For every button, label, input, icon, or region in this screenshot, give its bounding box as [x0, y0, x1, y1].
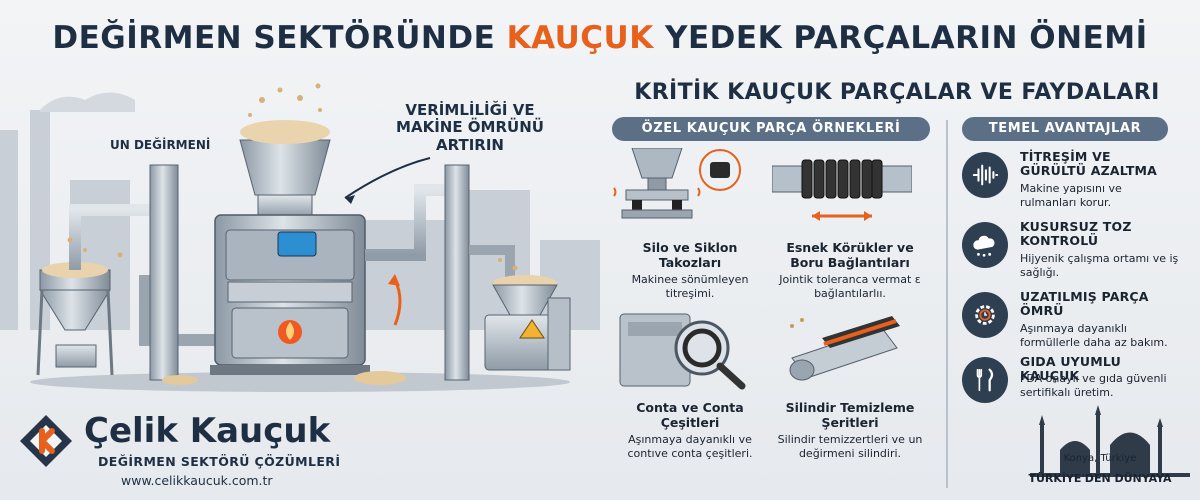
title-accent: KAUÇUK	[506, 20, 654, 56]
example-title: Conta ve Conta Çeşitleri	[636, 400, 744, 430]
dust-cloud-icon	[962, 222, 1008, 268]
advantage-dust-control: KUSURSUZ TOZ KONTROLÜ Hijyenik çalışma o…	[962, 219, 1182, 282]
advantage-desc: Aşınmaya dayanıklı formüllerle daha az b…	[1020, 322, 1168, 349]
advantage-desc: Hijyenik çalışma ortamı ve iş sağlığı.	[1020, 252, 1179, 279]
flour-mill-illustration	[0, 83, 600, 392]
mill-label: UN DEĞİRMENİ	[110, 138, 211, 152]
advantages-header: TEMEL AVANTAJLAR	[962, 117, 1168, 141]
title-part-1: DEĞİRMEN SEKTÖRÜNDE	[52, 20, 507, 56]
roller-strip-icon	[789, 316, 900, 381]
efficiency-note: VERİMLİLİĞİ VE MAKİNE ÖMRÜNÜ ARTIRIN	[396, 101, 544, 154]
advantage-title: KUSURSUZ TOZ KONTROLÜ	[1020, 219, 1132, 249]
title-part-2: YEDEK PARÇALARIN ÖNEMİ	[653, 20, 1148, 56]
advantage-vibration: TİTREŞİM VE GÜRÜLTÜ AZALTMA Makine yapıs…	[962, 149, 1182, 212]
example-desc: Silindir temizzertleri ve un değirmeni s…	[777, 433, 923, 460]
examples-header: ÖZEL KAUÇUK PARÇA ÖRNEKLERİ	[612, 117, 930, 141]
column-divider	[946, 120, 948, 488]
konya-skyline-icon	[1030, 405, 1190, 477]
bellows-icon	[771, 159, 913, 221]
sound-wave-icon	[962, 152, 1008, 198]
advantage-desc: Makine yapısını ve rulmanları korur.	[1020, 182, 1122, 209]
example-title: Silindir Temizleme Şeritleri	[785, 400, 915, 430]
section-title: KRİTİK KAUÇUK PARÇALAR VE FAYDALARI	[634, 80, 1160, 105]
advantage-part-life: UZATILMIŞ PARÇA ÖMRÜ Aşınmaya dayanıklı …	[962, 289, 1182, 352]
advantage-title: GIDA UYUMLU KAUÇUK	[1020, 354, 1121, 384]
brand-name: Çelik Kauçuk	[84, 411, 331, 451]
page-title: DEĞİRMEN SEKTÖRÜNDE KAUÇUK YEDEK PARÇALA…	[0, 20, 1200, 56]
example-title: Esnek Körükler ve Boru Bağlantıları	[786, 240, 914, 270]
example-title: Silo ve Siklon Takozları	[642, 240, 738, 270]
city-slogan: TÜRKİYE'DEN DÜNYAYA	[1028, 472, 1172, 485]
gear-clock-icon	[962, 292, 1008, 338]
brand-logo-icon	[20, 415, 72, 467]
city-label: Konya, Türkiye	[1063, 453, 1137, 464]
example-card-gaskets: Conta ve Conta Çeşitleri Aşınmaya dayanı…	[612, 308, 768, 461]
advantage-desc: FDA onaylı ve gıda güvenli sertifikalı ü…	[1020, 372, 1167, 399]
gasket-icon	[619, 313, 746, 390]
brand-block: Çelik Kauçuk DEĞİRMEN SEKTÖRÜ ÇÖZÜMLERİ …	[18, 405, 340, 495]
example-desc: Makinee sönümleyen titreşimi.	[631, 273, 749, 300]
silo-mount-icon	[613, 147, 741, 219]
example-desc: Aşınmaya dayanıklı ve contıve conta çeşi…	[627, 433, 753, 460]
brand-tagline: DEĞİRMEN SEKTÖRÜ ÇÖZÜMLERİ	[98, 454, 341, 469]
advantage-food-grade: GIDA UYUMLU KAUÇUK FDA onaylı ve gıda gü…	[962, 354, 1182, 417]
advantage-title: UZATILMIŞ PARÇA ÖMRÜ	[1020, 289, 1149, 319]
example-card-roller-strips: Silindir Temizleme Şeritleri Silindir te…	[772, 308, 928, 461]
example-card-silo-mounts: Silo ve Siklon Takozları Makinee sönümle…	[612, 147, 768, 301]
brand-url[interactable]: www.celikkaucuk.com.tr	[121, 473, 273, 488]
advantage-title: TİTREŞİM VE GÜRÜLTÜ AZALTMA	[1020, 149, 1158, 179]
example-desc: Jointik toleranca vermat ε bağlantılarlı…	[779, 273, 921, 300]
fork-knife-icon	[962, 357, 1008, 403]
example-card-bellows: Esnek Körükler ve Boru Bağlantıları Join…	[771, 148, 928, 301]
